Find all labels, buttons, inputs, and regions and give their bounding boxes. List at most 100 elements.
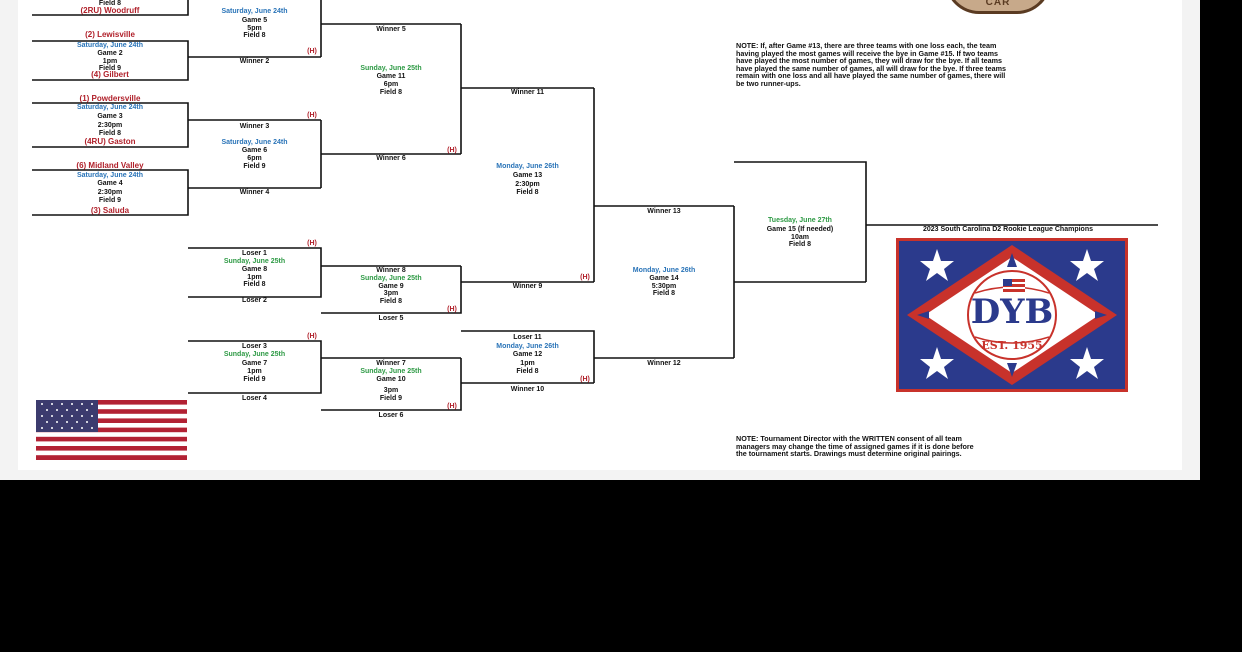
note-line: the tournament starts. Drawings must det… bbox=[736, 449, 962, 459]
game3-number: Game 3 bbox=[97, 113, 123, 120]
game9-winner8: Winner 8 bbox=[376, 267, 406, 274]
team-woodruff: (2RU) Woodruff bbox=[80, 6, 140, 15]
game8-loser2: Loser 2 bbox=[242, 297, 267, 304]
game4-date: Saturday, June 24th bbox=[76, 172, 143, 179]
game11-date: Sunday, June 25th bbox=[360, 65, 422, 72]
game6-field: Field 9 bbox=[243, 163, 266, 170]
line-game12 bbox=[461, 330, 734, 383]
game10-field: Field 9 bbox=[379, 395, 403, 402]
dyb-logo-est: EST. 1955 bbox=[981, 339, 1043, 352]
game9-home-marker: (H) bbox=[447, 306, 457, 313]
game11-winner6: Winner 6 bbox=[376, 155, 406, 162]
game6-number: Game 6 bbox=[241, 147, 268, 154]
game5-time: 5pm bbox=[247, 25, 262, 32]
team-midland-valley: (6) Midland Valley bbox=[76, 161, 144, 170]
game6-time: 6pm bbox=[247, 155, 262, 162]
game7-field: Field 9 bbox=[243, 376, 266, 383]
line-game13 bbox=[593, 88, 734, 282]
game10-loser6: Loser 6 bbox=[378, 412, 404, 419]
game5-winner2: Winner 2 bbox=[239, 58, 270, 65]
game6-date: Saturday, June 24th bbox=[221, 139, 288, 146]
game7-loser4: Loser 4 bbox=[242, 395, 267, 402]
game14-field: Field 8 bbox=[652, 290, 676, 297]
game7-date: Sunday, June 25th bbox=[223, 351, 286, 358]
game8-time: 1pm bbox=[247, 274, 262, 281]
note-line: NOTE: Tournament Director with the WRITT… bbox=[736, 434, 962, 443]
game2-number: Game 2 bbox=[97, 50, 123, 57]
game12-time: 1pm bbox=[520, 360, 535, 367]
line-game5 bbox=[320, 0, 461, 57]
game15-time: 10am bbox=[791, 234, 809, 241]
game14-winner13: Winner 13 bbox=[647, 208, 681, 215]
dyb-logo-text: DYB bbox=[970, 292, 1054, 332]
game13-winner11: Winner 11 bbox=[510, 89, 544, 96]
game10-time: 3pm bbox=[383, 387, 399, 394]
note-line: have played the most number of games, th… bbox=[736, 56, 1003, 66]
game8-date: Sunday, June 25th bbox=[223, 258, 286, 265]
game13-time: 2:30pm bbox=[515, 181, 540, 188]
game13-field: Field 8 bbox=[516, 189, 539, 196]
game3-field: Field 8 bbox=[98, 130, 122, 137]
game11-field: Field 8 bbox=[379, 89, 403, 96]
game6-winner4: Winner 4 bbox=[239, 189, 270, 196]
game15-field: Field 8 bbox=[788, 241, 812, 248]
game9-date: Sunday, June 25th bbox=[360, 275, 422, 282]
team-lewisville: (2) Lewisville bbox=[85, 30, 135, 39]
game4-time: 2:30pm bbox=[97, 189, 123, 196]
game8-home-marker: (H) bbox=[307, 240, 317, 247]
game13-winner9: Winner 9 bbox=[512, 283, 543, 290]
note-line: having played the most games will receiv… bbox=[736, 48, 999, 58]
game2-field: Field 9 bbox=[98, 65, 122, 72]
game14-winner12: Winner 12 bbox=[647, 360, 681, 367]
note-line: managers may change the time of assigned… bbox=[736, 441, 974, 451]
line-game4 bbox=[32, 169, 321, 216]
game7-home-marker: (H) bbox=[307, 333, 317, 340]
game9-loser5: Loser 5 bbox=[378, 315, 404, 322]
note-line: NOTE: If, after Game #13, there are thre… bbox=[736, 41, 997, 50]
game10-home-marker: (H) bbox=[447, 403, 457, 410]
game8-field: Field 8 bbox=[243, 281, 266, 288]
note-line: remain with one loss and all have played… bbox=[736, 71, 1006, 81]
game5-home-marker: (H) bbox=[307, 48, 317, 55]
game11-number: Game 11 bbox=[376, 73, 406, 80]
game5-field: Field 8 bbox=[243, 32, 266, 39]
game7-number: Game 7 bbox=[241, 360, 268, 367]
game3-date: Saturday, June 24th bbox=[76, 104, 143, 111]
game10-winner7: Winner 7 bbox=[376, 360, 406, 367]
game10-date: Sunday, June 25th bbox=[360, 368, 422, 375]
game2-date: Saturday, June 24th bbox=[76, 42, 143, 49]
game7-loser3: Loser 3 bbox=[242, 343, 267, 350]
game10-number: Game 10 bbox=[376, 376, 406, 383]
team-gaston: (4RU) Gaston bbox=[84, 137, 136, 146]
game15-date: Tuesday, June 27th bbox=[768, 217, 832, 224]
line-game8 bbox=[188, 247, 461, 298]
game12-home-marker: (H) bbox=[580, 376, 590, 383]
game12-number: Game 12 bbox=[512, 351, 543, 358]
game5-number: Game 5 bbox=[241, 17, 268, 24]
line-game6 bbox=[320, 120, 461, 188]
bracket-lines bbox=[32, 0, 1158, 411]
line-game3 bbox=[32, 102, 321, 148]
game8-number: Game 8 bbox=[241, 266, 268, 273]
game12-date: Monday, June 26th bbox=[496, 343, 559, 350]
line-game10 bbox=[321, 358, 594, 411]
game4-field: Field 9 bbox=[98, 197, 122, 204]
game3-time: 2:30pm bbox=[97, 122, 123, 129]
team-saluda: (3) Saluda bbox=[90, 206, 130, 215]
game11-time: 6pm bbox=[383, 81, 399, 88]
line-game1 bbox=[32, 0, 189, 16]
note-line: have played the same number of games, al… bbox=[736, 63, 1007, 73]
bracket-sheet: Field 8 (2RU) Woodruff (2) Lewisville Sa… bbox=[0, 0, 1200, 480]
game12-loser11: Loser 11 bbox=[513, 334, 542, 341]
line-game7 bbox=[188, 340, 461, 394]
dyb-logo: DYB EST. 1955 bbox=[896, 238, 1128, 392]
game11-home-marker: (H) bbox=[447, 147, 457, 154]
game13-date: Monday, June 26th bbox=[496, 163, 559, 170]
game6-winner3: Winner 3 bbox=[239, 123, 270, 130]
champion-label: 2023 South Carolina D2 Rookie League Cha… bbox=[923, 226, 1093, 233]
team-powdersville: (1) Powdersville bbox=[79, 94, 141, 103]
game9-time: 3pm bbox=[383, 290, 399, 297]
game14-date: Monday, June 26th bbox=[632, 267, 696, 274]
game9-field: Field 8 bbox=[379, 298, 403, 305]
game13-number: Game 13 bbox=[512, 172, 543, 179]
